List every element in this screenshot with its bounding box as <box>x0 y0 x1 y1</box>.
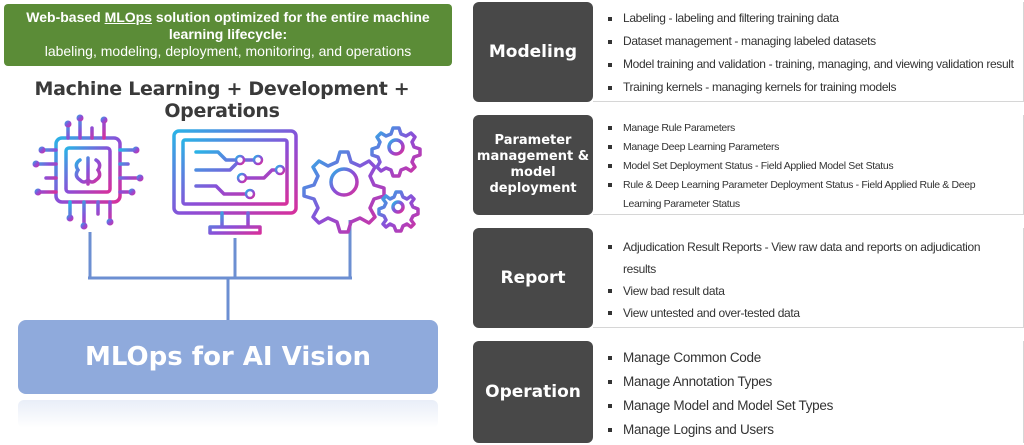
list-item: Manage Deep Learning Parameters <box>607 138 1023 157</box>
list-item: View untested and over-tested data <box>607 302 1023 324</box>
ai-chip-brain-icon <box>36 118 140 226</box>
chip-pin-dots <box>32 114 144 230</box>
lifecycle-banner: Web-based MLOps solution optimized for t… <box>4 4 452 66</box>
list-item: Manage Rule Parameters <box>607 119 1023 138</box>
section-item-list: Adjudication Result Reports - View raw d… <box>593 228 1024 328</box>
section-label: Report <box>473 228 593 328</box>
list-item: Model Set Deployment Status - Field Appl… <box>607 157 1023 176</box>
section-item-list: Manage Rule Parameters Manage Deep Learn… <box>593 115 1024 215</box>
gears-icon <box>302 126 422 234</box>
section-report: Report Adjudication Result Reports - Vie… <box>473 228 1024 328</box>
platform-reflection <box>18 400 438 428</box>
banner-title: Web-based MLOps solution optimized for t… <box>26 9 430 42</box>
monitor-circuit-dots <box>234 154 286 200</box>
list-item: Labeling - labeling and filtering traini… <box>607 10 1023 33</box>
section-label: Modeling <box>473 2 593 102</box>
mlops-platform-box: MLOps for AI Vision <box>18 320 438 394</box>
list-item: Rule & Deep Learning Parameter Deploymen… <box>607 176 1023 214</box>
list-item: Training kernels - managing kernels for … <box>607 79 1023 102</box>
list-item: Dataset management - managing labeled da… <box>607 33 1023 56</box>
section-item-list: Labeling - labeling and filtering traini… <box>593 2 1024 102</box>
monitor-circuit-icon <box>172 129 298 235</box>
list-item: Manage Annotation Types <box>607 370 1023 394</box>
connector-lines <box>88 220 352 320</box>
list-item: View bad result data <box>607 280 1023 302</box>
section-item-list: Manage Common Code Manage Annotation Typ… <box>593 341 1024 443</box>
list-item: Manage Model and Model Set Types <box>607 394 1023 418</box>
list-item: Manage Common Code <box>607 346 1023 370</box>
section-label: Operation <box>473 341 593 443</box>
section-modeling: Modeling Labeling - labeling and filteri… <box>473 2 1024 102</box>
illustration <box>32 114 422 320</box>
list-item: Manage Logins and Users <box>607 418 1023 442</box>
list-item: Model training and validation - training… <box>607 56 1023 79</box>
ml-dev-ops-heading: Machine Learning + Development + Operati… <box>34 78 410 122</box>
list-item: Adjudication Result Reports - View raw d… <box>607 236 1023 280</box>
section-parameter-management: Parameter management & model deployment … <box>473 115 1024 215</box>
section-label: Parameter management & model deployment <box>473 115 593 215</box>
section-operation: Operation Manage Common Code Manage Anno… <box>473 341 1024 443</box>
banner-subtitle: labeling, modeling, deployment, monitori… <box>44 43 412 59</box>
